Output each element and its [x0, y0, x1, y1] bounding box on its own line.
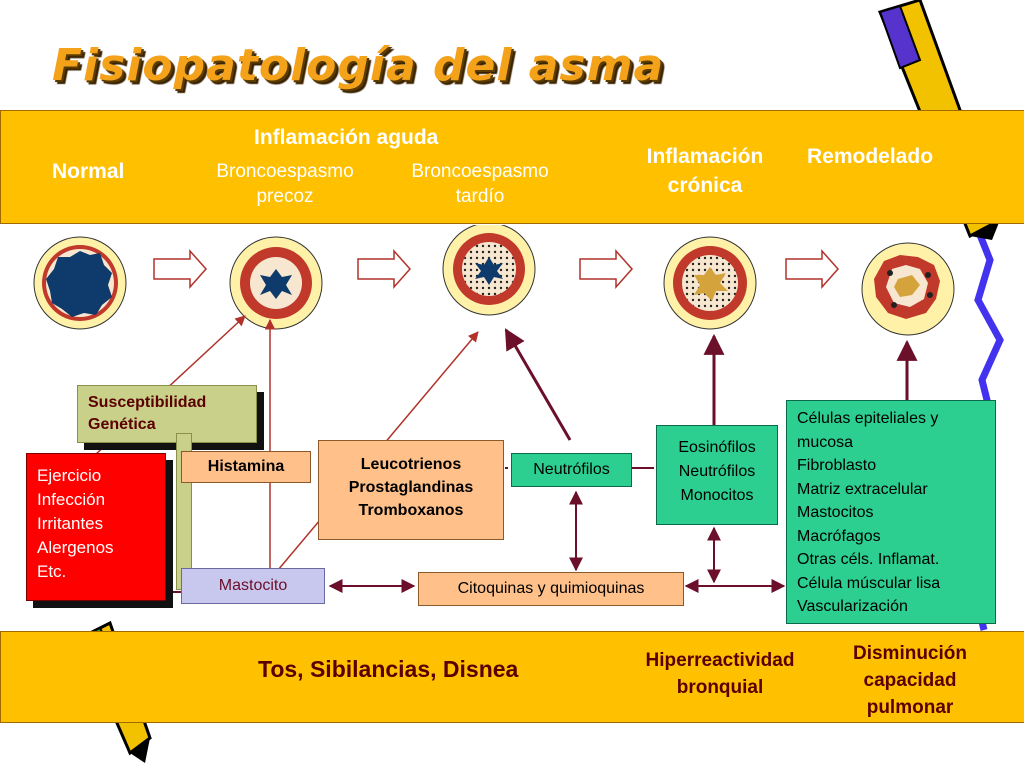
trigger-infection: Infección: [37, 490, 106, 509]
remodel-item: mucosa: [797, 433, 854, 451]
remodel-item: Células epiteliales y: [797, 410, 939, 427]
genetics-line1: Susceptibilidad: [88, 394, 207, 411]
cell-eosinophils: Eosinófilos: [678, 439, 756, 456]
outcomes-band: [0, 631, 1024, 723]
stage-late-bronchospasm-line2: tardío: [455, 186, 505, 207]
airway-normal-icon: [33, 236, 127, 330]
inflammatory-cells-box: Eosinófilos Neutrófilos Monocitos: [656, 425, 778, 525]
remodel-item: Célula múscular lisa: [797, 574, 941, 592]
stage-normal: Normal: [52, 160, 125, 183]
outcome-hyperreactivity-line2: bronquial: [676, 677, 764, 698]
trigger-allergens: Alergenos: [37, 538, 114, 557]
mediator-thromboxanes: Tromboxanos: [358, 502, 464, 519]
outcome-symptoms: Tos, Sibilancias, Disnea: [258, 656, 519, 682]
remodel-item: Matriz extracelular: [797, 480, 928, 498]
trigger-exercise: Ejercicio: [37, 466, 102, 485]
trigger-etc: Etc.: [37, 562, 67, 581]
mediator-prostaglandins: Prostaglandinas: [348, 479, 474, 496]
stage-acute-inflammation: Inflamación aguda: [254, 126, 439, 149]
neutrophils-box: Neutrófilos: [511, 453, 632, 487]
remodel-item: Macrófagos: [797, 527, 881, 545]
stage-chronic-line1: Inflamación: [646, 145, 764, 168]
slide-title: Fisiopatología del asma: [52, 40, 665, 91]
stage-early-bronchospasm-line2: precoz: [256, 186, 314, 207]
outcome-hyperreactivity-line1: Hiperreactividad: [645, 650, 795, 671]
airway-late-icon: [442, 225, 536, 316]
stage-early-bronchospasm-line1: Broncoespasmo: [216, 161, 354, 182]
stage-chronic-line2: crónica: [667, 174, 743, 197]
airway-remodeled-icon: [861, 242, 955, 336]
arrow-right-icon: [579, 249, 634, 289]
cell-neutrophils: Neutrófilos: [678, 463, 756, 480]
airway-early-icon: [229, 236, 323, 330]
outcome-capacity-line2: capacidad: [863, 670, 957, 691]
remodeling-cells-box: Células epiteliales y mucosa Fibroblasto…: [786, 400, 996, 624]
mastocyte-box: Mastocito: [181, 568, 325, 604]
airway-chronic-icon: [663, 236, 757, 330]
cell-monocytes: Monocitos: [680, 487, 754, 504]
histamine-box: Histamina: [181, 451, 311, 483]
mediators-box: Leucotrienos Prostaglandinas Tromboxanos: [318, 440, 504, 540]
remodel-item: Otras céls. Inflamat.: [797, 551, 940, 568]
airway-diagram: [33, 225, 955, 336]
stage-remodeling: Remodelado: [807, 145, 934, 168]
outcome-capacity-line1: Disminución: [852, 643, 967, 664]
arrow-right-icon: [153, 249, 208, 289]
trigger-irritants: Irritantes: [37, 514, 104, 533]
arrow-right-icon: [785, 249, 840, 289]
arrow-right-icon: [357, 249, 412, 289]
remodel-item: Fibroblasto: [797, 457, 877, 474]
genetics-line2: Genética: [88, 416, 156, 433]
stage-late-bronchospasm-line1: Broncoespasmo: [411, 161, 549, 182]
mediator-leukotrienes: Leucotrienos: [360, 456, 462, 473]
stages-band: [0, 110, 1024, 224]
cytokines-box: Citoquinas y quimioquinas: [418, 572, 684, 606]
remodel-item: Vascularización: [797, 598, 908, 615]
triggers-box: Ejercicio Infección Irritantes Alergenos…: [26, 453, 166, 601]
remodel-item: Mastocitos: [797, 504, 874, 521]
outcome-capacity-line3: pulmonar: [866, 697, 954, 718]
genetics-box: Susceptibilidad Genética: [77, 385, 257, 443]
